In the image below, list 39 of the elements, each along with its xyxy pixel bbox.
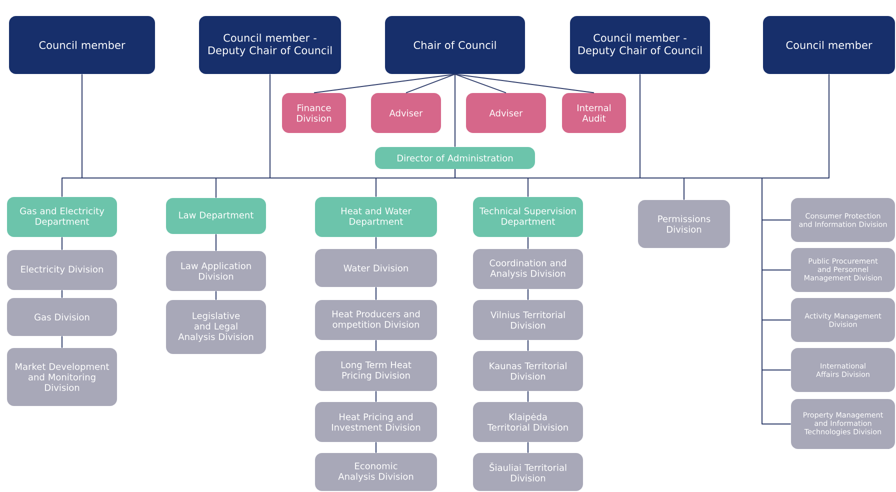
division-box: Legislative and Legal Analysis Division	[166, 300, 266, 354]
connector-line	[454, 74, 456, 148]
council-box: Council member - Deputy Chair of Council	[570, 16, 710, 74]
division-box: Economic Analysis Division	[315, 453, 437, 491]
connector-line	[62, 290, 63, 298]
division-box: Kaunas Territorial Division	[473, 351, 583, 391]
office-box: Adviser	[371, 93, 441, 133]
office-box: Adviser	[466, 93, 546, 133]
council-box: Council member - Deputy Chair of Council	[199, 16, 341, 74]
division-box: Market Development and Monitoring Division	[7, 348, 117, 406]
division-box: Coordination and Analysis Division	[473, 249, 583, 289]
council-box: Council member	[9, 16, 155, 74]
council-box: Chair of Council	[385, 16, 525, 74]
division-box: Law Application Division	[166, 251, 266, 291]
connector-line	[406, 74, 456, 94]
connector-line	[454, 168, 792, 424]
division-box: Gas Division	[7, 298, 117, 336]
office-box: Finance Division	[282, 93, 346, 133]
division-box: Vilnius Territorial Division	[473, 300, 583, 340]
connector-line	[454, 74, 506, 94]
office-box: Internal Audit	[562, 93, 626, 133]
director-box: Director of Administration	[375, 147, 535, 169]
division-box: Long Term Heat Pricing Division	[315, 351, 437, 391]
connector-line	[62, 336, 63, 348]
division-box: Permissions Division	[638, 200, 730, 248]
division-box: Electricity Division	[7, 250, 117, 290]
connector-line	[314, 74, 456, 94]
division-box: Klaipėda Territorial Division	[473, 402, 583, 442]
department-box: Law Department	[166, 198, 266, 234]
connector-line	[454, 74, 594, 94]
council-box: Council member	[763, 16, 895, 74]
department-box: Heat and Water Department	[315, 197, 437, 237]
division-box: Water Division	[315, 249, 437, 287]
division-box: Heat Producers and ompetition Division	[315, 300, 437, 340]
division-box: Heat Pricing and Investment Division	[315, 402, 437, 442]
department-box: Gas and Electricity Department	[7, 197, 117, 237]
department-box: Technical Supervision Department	[473, 197, 583, 237]
division-box: Šiauliai Territorial Division	[473, 453, 583, 491]
connector-line	[62, 236, 63, 250]
